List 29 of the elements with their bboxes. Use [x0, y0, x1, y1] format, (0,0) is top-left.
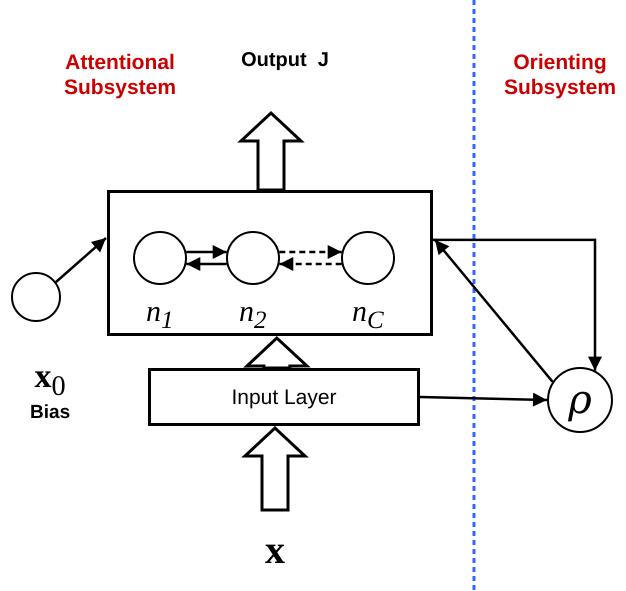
neuron-circle [133, 231, 187, 285]
arrow [186, 257, 227, 271]
arrow [420, 392, 548, 407]
subsystem-title: Attentional Subsystem [62, 50, 178, 100]
rho-symbol: ρ [568, 380, 592, 420]
bias-symbol: x$_{0}$ [34, 360, 66, 401]
arrow [433, 238, 602, 371]
neuron-circle [341, 231, 395, 285]
neuron-circle [226, 231, 280, 285]
block-arrow [243, 336, 311, 370]
box-label: Input Layer [231, 386, 337, 408]
input-layer-box [148, 368, 420, 426]
block-arrow [241, 426, 309, 512]
arrow [55, 237, 107, 283]
neuron-label: n$_{2}$ [239, 297, 266, 333]
arrow [434, 239, 554, 382]
neuron-label: n$_{1}$ [146, 297, 174, 333]
bias-label: Bias [30, 402, 70, 422]
subsystem-title: Orienting Subsystem [502, 50, 618, 100]
vigilance-circle [547, 367, 613, 433]
output-label: Output J [215, 44, 355, 76]
bias-circle [11, 272, 61, 322]
arrow [186, 245, 227, 259]
neuron-label: n$_{C}$ [352, 297, 384, 333]
input-vector-label: x [245, 525, 305, 575]
arrow [279, 245, 342, 259]
block-arrow [237, 110, 305, 192]
layer-box [107, 190, 433, 336]
arrow [279, 257, 342, 271]
